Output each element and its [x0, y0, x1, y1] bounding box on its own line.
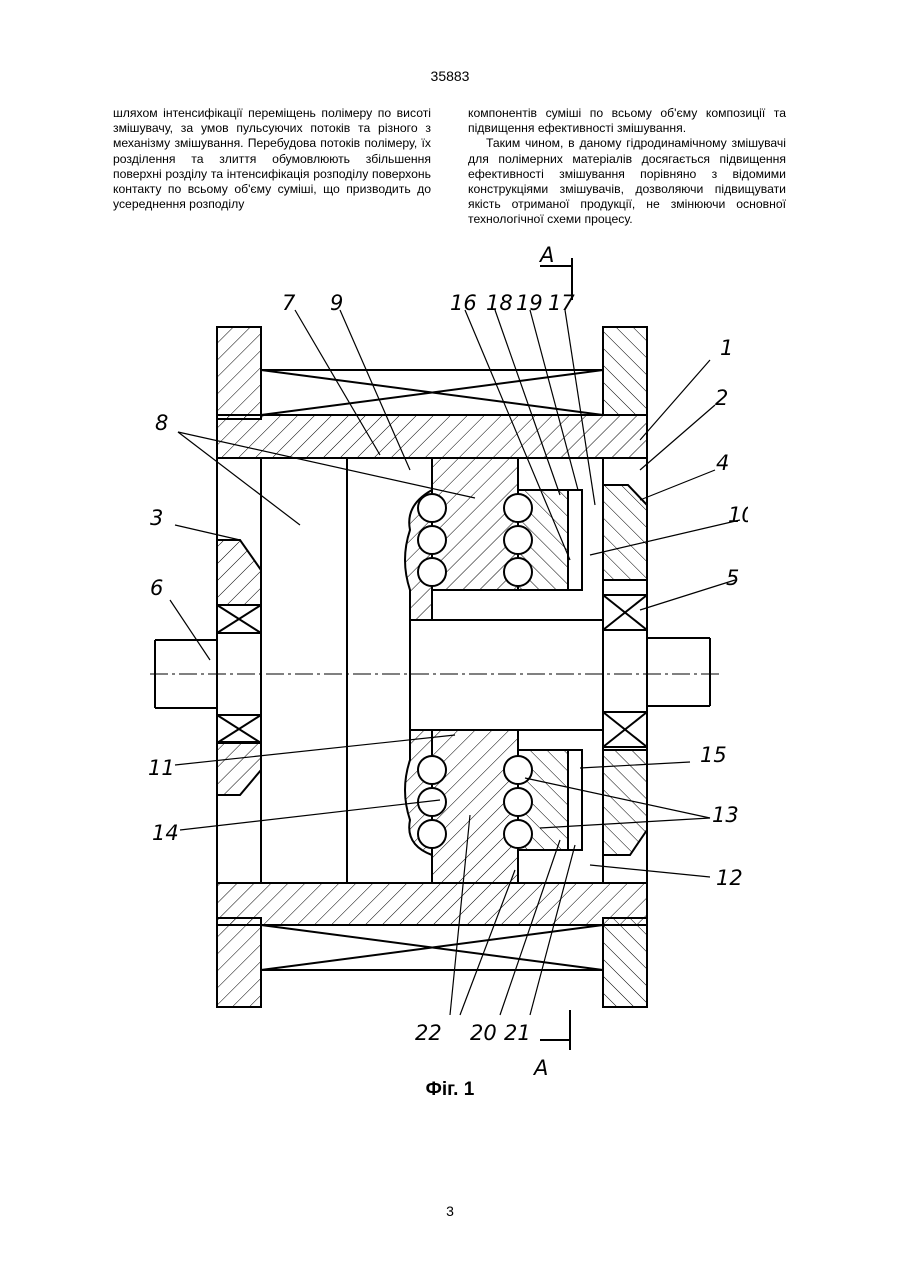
callout-14: 14 — [152, 821, 179, 845]
right-flange-top — [603, 327, 647, 415]
callout-10: 10 — [728, 503, 748, 527]
callout-21: 21 — [504, 1021, 531, 1045]
callout-18: 18 — [486, 291, 513, 315]
left-flange-top — [217, 327, 261, 419]
left-cover — [217, 458, 261, 883]
callout-3: 3 — [150, 506, 163, 530]
callout-4: 4 — [716, 451, 729, 475]
callout-6: 6 — [150, 576, 163, 600]
callout-19: 19 — [516, 291, 543, 315]
callout-1: 1 — [720, 336, 733, 360]
section-label-bottom: A — [532, 1056, 548, 1076]
callout-17: 17 — [548, 291, 575, 315]
housing-bottom-wall — [217, 883, 647, 925]
technical-drawing: A A 7 9 16 18 19 17 1 2 8 4 3 10 — [148, 236, 748, 1076]
paragraph-right-1: компонентів суміші по всьому об'єму комп… — [468, 106, 786, 136]
page-number: 3 — [0, 1203, 900, 1219]
callout-20: 20 — [470, 1021, 497, 1045]
section-label-top: A — [538, 243, 554, 267]
figure-caption: Фіг. 1 — [0, 1079, 900, 1101]
text-column-left: шляхом інтенсифікації переміщень полімер… — [113, 106, 431, 212]
callout-11: 11 — [148, 756, 175, 780]
paragraph-right-2: Таким чином, в даному гідродинамічному з… — [468, 136, 786, 227]
callout-13: 13 — [712, 803, 739, 827]
left-flange-bottom — [217, 918, 261, 1007]
callout-22: 22 — [415, 1021, 442, 1045]
text-column-right: компонентів суміші по всьому об'єму комп… — [468, 106, 786, 228]
callout-12: 12 — [716, 866, 743, 890]
right-flange-bottom — [603, 918, 647, 1007]
callout-7: 7 — [282, 291, 296, 315]
callout-8: 8 — [155, 411, 168, 435]
callout-9: 9 — [330, 291, 343, 315]
callout-15: 15 — [700, 743, 727, 767]
patent-number: 35883 — [0, 68, 900, 84]
shaft — [410, 620, 603, 730]
paragraph-left: шляхом інтенсифікації переміщень полімер… — [113, 106, 431, 212]
callout-2: 2 — [715, 386, 728, 410]
callout-5: 5 — [726, 566, 739, 590]
callout-16: 16 — [450, 291, 477, 315]
